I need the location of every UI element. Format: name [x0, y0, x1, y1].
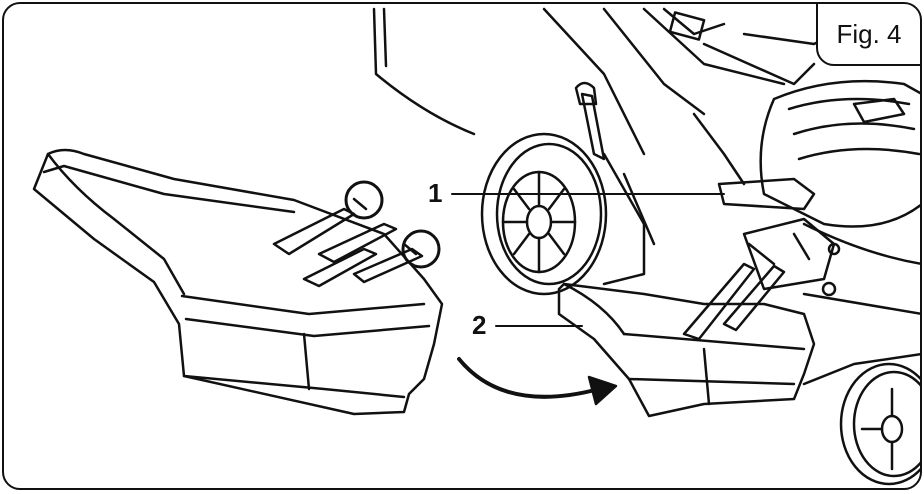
highlight-circle-icon	[344, 180, 384, 220]
mower-body	[372, 7, 920, 386]
curved-arrow-icon	[457, 357, 618, 406]
callout-1-number: 1	[428, 178, 443, 208]
wheel-icon	[480, 132, 608, 296]
wheel-icon	[839, 362, 920, 486]
assembly-illustration	[32, 7, 920, 486]
figure-label: Fig. 4	[816, 4, 920, 66]
callout-2-number: 2	[472, 310, 487, 340]
detached-rear-flap	[32, 148, 444, 416]
attached-rear-flap	[557, 262, 816, 418]
highlight-circle-icon	[401, 229, 441, 269]
